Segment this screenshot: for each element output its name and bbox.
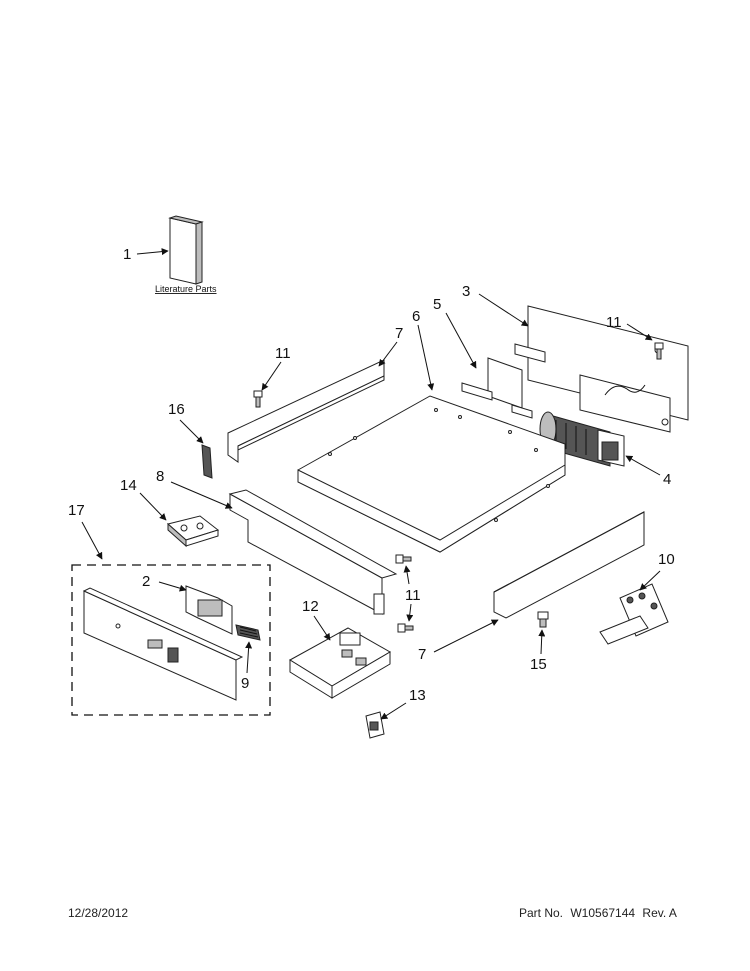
leader-7-lower — [433, 619, 499, 653]
rear-bracket — [514, 305, 689, 433]
callout-16: 16 — [168, 401, 185, 418]
callout-8: 8 — [156, 468, 164, 485]
footer-part-label: Part No. — [519, 906, 564, 920]
control-module-14 — [166, 515, 220, 548]
leader-11-lower-b — [406, 603, 414, 622]
screw-lower-b — [397, 623, 414, 633]
control-board-12 — [289, 627, 391, 699]
leader-16 — [179, 419, 204, 444]
switch-13 — [365, 711, 385, 739]
side-rail-lower — [493, 511, 645, 619]
footer-date: 12/28/2012 — [68, 906, 129, 920]
leader-6 — [417, 324, 435, 391]
callout-1: 1 — [123, 246, 131, 263]
leader-13 — [380, 702, 407, 720]
leader-17 — [81, 521, 103, 560]
callout-11-upper-right: 11 — [606, 314, 622, 331]
callout-7-upper: 7 — [395, 325, 403, 342]
leader-14 — [139, 492, 167, 521]
footer-revision: Rev. A — [642, 906, 677, 920]
leader-15 — [538, 629, 546, 655]
callout-17: 17 — [68, 502, 85, 519]
mounting-bracket-10 — [599, 583, 669, 645]
callout-13: 13 — [409, 687, 426, 704]
leader-11-upper-right — [626, 323, 653, 341]
callout-3: 3 — [462, 283, 470, 300]
callout-4: 4 — [663, 471, 671, 488]
screw-lower-a — [395, 554, 412, 564]
footer-part-number: W10567144 — [570, 906, 636, 920]
callout-6: 6 — [412, 308, 420, 325]
leader-3 — [478, 293, 529, 327]
leader-12 — [313, 615, 331, 641]
callout-7-lower: 7 — [418, 646, 426, 663]
callout-11-upper-left: 11 — [275, 345, 291, 362]
leader-5 — [445, 312, 477, 369]
leader-10 — [639, 570, 661, 591]
trim-strip — [201, 444, 213, 479]
leader-11-lower-a — [403, 565, 411, 585]
screw-upper-left — [253, 390, 263, 408]
control-panel-assembly-box — [71, 564, 271, 716]
callout-15: 15 — [530, 656, 547, 673]
leader-9 — [245, 641, 253, 674]
top-panel — [297, 395, 566, 553]
leader-7-upper — [378, 341, 398, 367]
screw-upper-right — [654, 342, 664, 360]
leader-11-upper-left — [261, 361, 282, 391]
cooling-fan — [539, 411, 625, 467]
leader-2 — [158, 581, 187, 592]
leader-1 — [136, 248, 169, 256]
callout-10: 10 — [658, 551, 675, 568]
small-bracket — [461, 357, 533, 419]
callout-9: 9 — [241, 675, 249, 692]
screw-15 — [537, 611, 549, 628]
literature-booklet — [168, 215, 204, 285]
callout-2: 2 — [142, 573, 150, 590]
callout-11-lower: 11 — [405, 587, 421, 604]
front-rail — [228, 489, 398, 615]
display-board-2 — [185, 585, 233, 635]
leader-4 — [625, 455, 661, 476]
footer-part-info: Part No. W10567144 Rev. A — [519, 906, 681, 920]
keypad-9 — [235, 624, 261, 641]
literature-parts-label: Literature Parts — [155, 284, 217, 294]
control-panel-plate — [82, 587, 244, 701]
leader-8 — [170, 481, 233, 509]
callout-5: 5 — [433, 296, 441, 313]
callout-12: 12 — [302, 598, 319, 615]
callout-14: 14 — [120, 477, 137, 494]
